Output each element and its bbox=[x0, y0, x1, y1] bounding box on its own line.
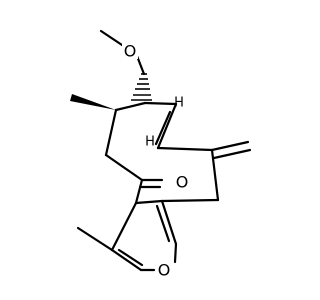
bond-methylene-1 bbox=[210, 140, 250, 152]
bond-c12-c13 bbox=[160, 198, 220, 203]
bond-o-c8 bbox=[135, 54, 146, 76]
bond-c6-c5 bbox=[104, 153, 144, 182]
alkene-h-upper-label: H bbox=[174, 96, 184, 111]
bond-c7-c6 bbox=[104, 108, 118, 157]
hashed-wedge-c8-c7 bbox=[131, 73, 152, 101]
bond-furan-c13-c4 bbox=[134, 199, 164, 205]
bond-furan-c3-c2-double bbox=[117, 248, 144, 267]
bond-c9-c10 bbox=[156, 102, 178, 150]
bond-c8-c7 bbox=[114, 101, 147, 112]
wedge-c7-methyl bbox=[70, 94, 116, 110]
bond-c9-c10-double bbox=[154, 110, 172, 146]
alkene-h-lower-label: H bbox=[145, 135, 155, 150]
bond-methylene-2 bbox=[212, 148, 252, 160]
bond-furan-c3-c2 bbox=[110, 248, 143, 272]
furan-oxygen-label: O bbox=[158, 261, 171, 280]
methoxy-oxygen-label: O bbox=[124, 42, 137, 61]
bond-furan-c13-c14 bbox=[160, 199, 178, 246]
bond-c10-c11 bbox=[156, 146, 214, 152]
molecule-structure: O O O H H bbox=[70, 29, 252, 280]
bond-furan-o-c14 bbox=[173, 242, 178, 264]
bond-c5-c4 bbox=[134, 178, 144, 205]
bond-furan-c13-c14-double bbox=[155, 204, 171, 243]
bond-furan-c4-c3 bbox=[110, 201, 138, 252]
bond-furan-methyl bbox=[76, 226, 114, 252]
bond-c8-c9 bbox=[143, 101, 178, 106]
ketone-oxygen-label: O bbox=[176, 173, 189, 192]
bond-methyl-o bbox=[99, 29, 127, 49]
